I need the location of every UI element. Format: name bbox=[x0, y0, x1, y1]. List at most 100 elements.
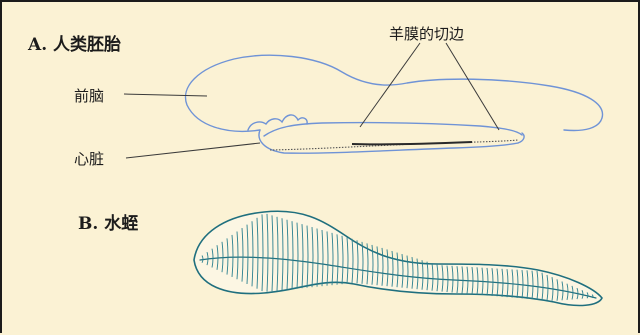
leech-segment-ring bbox=[361, 241, 364, 284]
leech-segment-ring bbox=[376, 246, 379, 286]
amnion-edge-dark bbox=[351, 141, 473, 146]
leech-segment-ring bbox=[516, 269, 519, 299]
leech-segment-ring bbox=[236, 231, 239, 280]
leech-segment-ring bbox=[351, 238, 354, 284]
leech-segment-ring bbox=[251, 221, 254, 287]
leech-segment-ring bbox=[221, 241, 224, 273]
leech-segment-ring bbox=[321, 229, 324, 287]
leech-segment-ring bbox=[551, 277, 554, 301]
leech-segment-ring bbox=[286, 219, 289, 290]
pointer-lines bbox=[123, 42, 500, 159]
leech-segment-ring bbox=[561, 281, 564, 301]
leech-segment-ring bbox=[431, 263, 434, 291]
leech-segment-ring bbox=[526, 270, 529, 299]
leech-segment-ring bbox=[301, 224, 304, 289]
forebrain-pointer bbox=[123, 93, 208, 97]
leech-segment-ring bbox=[571, 285, 574, 300]
leech-segment-ring bbox=[496, 268, 499, 297]
leech-segment-ring bbox=[366, 243, 369, 285]
amnion-edge-stipple bbox=[269, 139, 519, 151]
leech-segment-ring bbox=[546, 274, 549, 301]
amnion-pointer-left bbox=[359, 42, 421, 128]
leech-segment-ring bbox=[386, 249, 389, 287]
amnion-pointer-right bbox=[445, 42, 500, 131]
leech-body-outline bbox=[193, 210, 603, 307]
leech-segment-ring bbox=[331, 232, 334, 286]
leech-segment-ring bbox=[296, 222, 299, 289]
heart-label: 心脏 bbox=[74, 150, 105, 168]
embryo-back-outline bbox=[263, 121, 523, 137]
leech-segment-ring bbox=[356, 240, 359, 284]
leech-segment-ring bbox=[436, 264, 439, 292]
leech-segment-ring bbox=[266, 213, 269, 292]
leech-segment-ring bbox=[476, 267, 479, 295]
leech-segment-ring bbox=[226, 238, 229, 275]
leech-segment-ring bbox=[441, 265, 444, 292]
forebrain-label: 前脑 bbox=[74, 87, 105, 105]
leech-segment-ring bbox=[391, 250, 394, 287]
heart-pointer bbox=[125, 142, 261, 159]
leech-segment-ring bbox=[216, 245, 219, 270]
embryo-tail-outline bbox=[517, 132, 525, 144]
leech-segment-ring bbox=[536, 270, 539, 300]
leech-segment-ring bbox=[336, 234, 339, 285]
leech-segment-ring bbox=[371, 244, 374, 285]
leech-segment-ring bbox=[346, 237, 349, 284]
leech-segment-ring bbox=[206, 251, 209, 266]
heart-outline bbox=[247, 114, 308, 131]
leech-segment-ring bbox=[201, 255, 204, 263]
leech-segment-ring bbox=[591, 294, 594, 299]
leech-segment-ring bbox=[501, 268, 504, 297]
leech-segment-ring bbox=[426, 261, 429, 291]
leech-segment-ring bbox=[521, 269, 524, 299]
panel-a-title: A. 人类胚胎 bbox=[28, 35, 122, 55]
leech-segment-ring bbox=[581, 290, 584, 299]
embryo-ventral-outline bbox=[258, 129, 519, 154]
leech-segment-ring bbox=[511, 269, 514, 298]
leech-segment-ring bbox=[486, 267, 489, 296]
amnion-cut-edge-label: 羊膜的切边 bbox=[389, 25, 465, 43]
leech-segment-ring bbox=[211, 248, 214, 268]
leech-segment-ring bbox=[451, 265, 454, 293]
leech-segment-ring bbox=[456, 266, 459, 294]
leech-segment-ring bbox=[231, 234, 234, 277]
leech-segment-ring bbox=[291, 221, 294, 290]
leech-segment-ring bbox=[406, 255, 409, 289]
leech-segment-ring bbox=[461, 266, 464, 294]
leech-segment-ring bbox=[401, 253, 404, 288]
leech-segment-ring bbox=[316, 228, 319, 287]
leech-segment-ring bbox=[416, 258, 419, 290]
leech-segment-ring bbox=[326, 231, 329, 286]
panel-b-title: B. 水蛭 bbox=[78, 214, 139, 234]
leech-segment-ring bbox=[396, 252, 399, 288]
leech-segment-ring bbox=[411, 257, 414, 289]
leech-segment-ring bbox=[531, 270, 534, 300]
leech-segment-ring bbox=[566, 283, 569, 301]
leech-segment-ring bbox=[281, 218, 284, 291]
amnion-cut-edge bbox=[269, 139, 519, 151]
embryo-forebrain-outline bbox=[184, 54, 604, 133]
leech-segment-ring bbox=[271, 215, 274, 292]
leech-segment-ring bbox=[506, 269, 509, 298]
leech-segment-ring bbox=[381, 247, 384, 286]
leech-segment-ring bbox=[341, 235, 344, 285]
leech-segment-ring bbox=[241, 228, 244, 282]
leech-segment-ring bbox=[491, 268, 494, 297]
leech-segment-ring bbox=[256, 217, 259, 289]
leech-midline bbox=[199, 256, 597, 299]
leech-segment-ring bbox=[556, 279, 559, 301]
leech-segment-ring bbox=[471, 266, 474, 295]
leech-segment-ring bbox=[246, 224, 249, 285]
leech-segment-ring bbox=[276, 216, 279, 291]
leech-segment-ring bbox=[421, 260, 424, 290]
leech-segments bbox=[201, 213, 594, 301]
embryo-drawing bbox=[184, 54, 604, 154]
leech-segment-ring bbox=[261, 214, 264, 292]
leech-drawing bbox=[193, 210, 603, 307]
leech-segment-ring bbox=[466, 266, 469, 294]
leech-segment-ring bbox=[541, 272, 544, 301]
leech-segment-ring bbox=[311, 227, 314, 288]
leech-segment-ring bbox=[306, 225, 309, 288]
